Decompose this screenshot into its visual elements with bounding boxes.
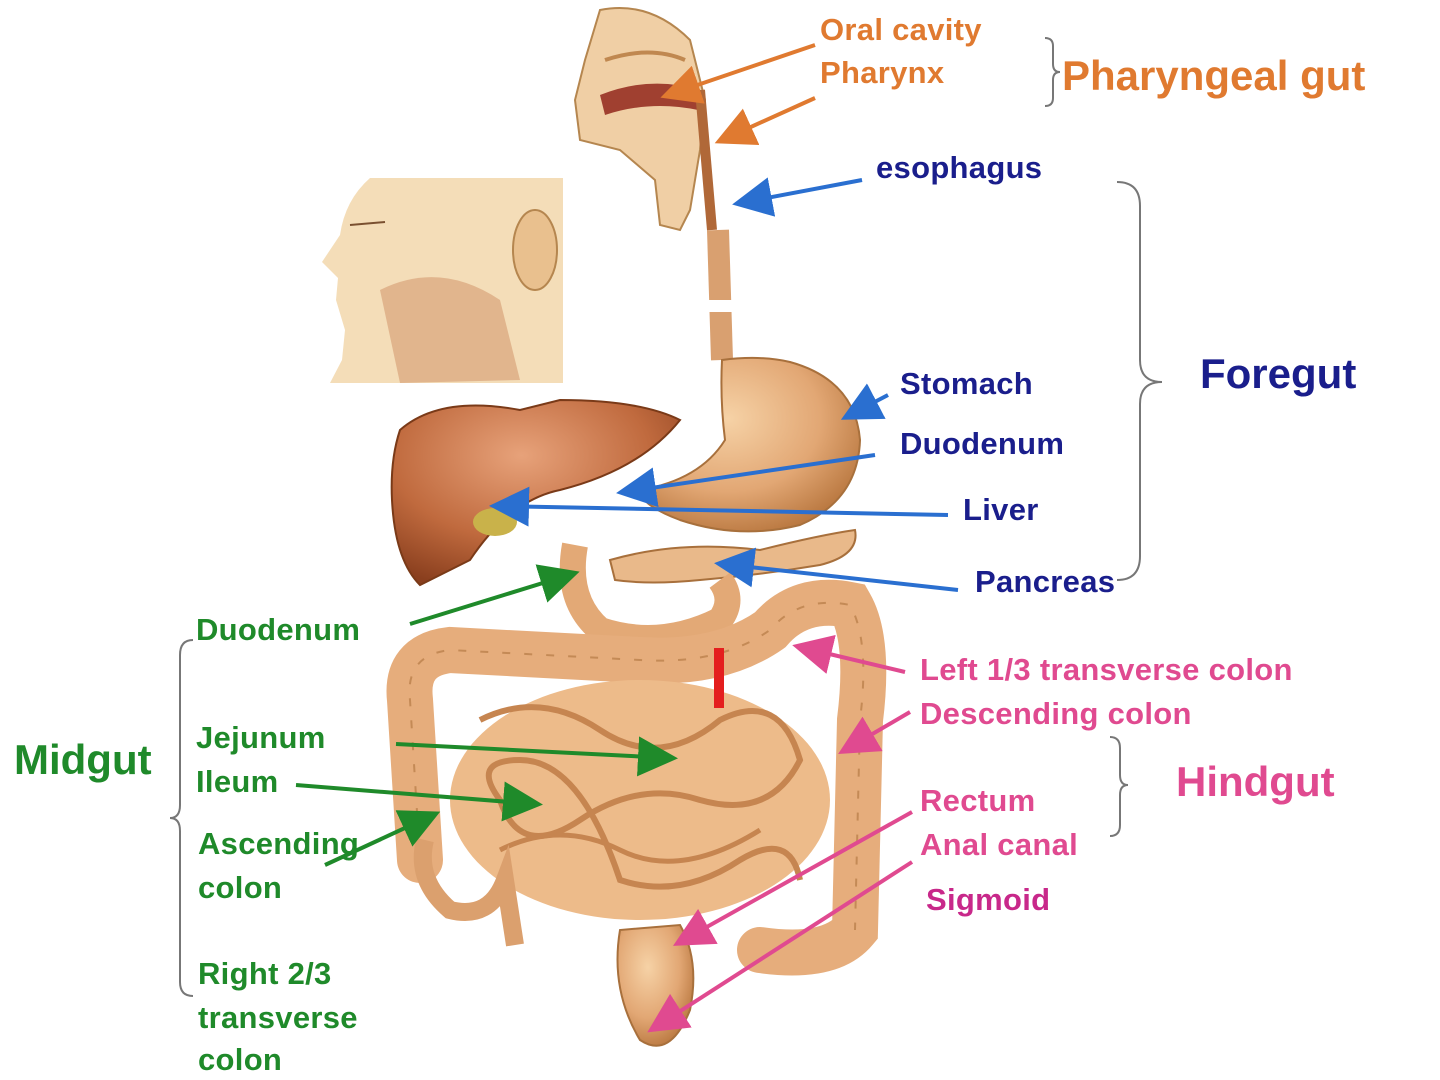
brace-hindgut xyxy=(1109,736,1129,837)
brace-pharyngeal xyxy=(1044,37,1061,107)
label-ascending-line1: Ascending xyxy=(198,826,360,861)
arrow-rectum xyxy=(673,810,913,946)
label-liver: Liver xyxy=(963,492,1039,527)
label-ascending-line2: colon xyxy=(198,870,283,905)
label-descending-colon: Descending colon xyxy=(920,696,1192,731)
arrow-oral-cavity xyxy=(660,43,816,104)
arrow-sigmoid xyxy=(647,860,914,1033)
label-anal-canal: Anal canal xyxy=(920,827,1079,862)
arrow-pancreas xyxy=(714,547,959,592)
label-jejunum: Jejunum xyxy=(196,720,326,755)
midgut-hindgut-boundary-marker xyxy=(714,648,724,708)
esophagus-tube xyxy=(707,229,733,361)
arrow-left-transverse xyxy=(792,634,906,674)
brace-foregut xyxy=(1116,181,1163,581)
label-stomach: Stomach xyxy=(900,366,1034,401)
arrow-stomach xyxy=(840,383,889,420)
label-rectum: Rectum xyxy=(920,783,1036,818)
label-right-transverse-line2: transverse xyxy=(198,1000,358,1035)
label-right-transverse-line3: colon xyxy=(198,1042,283,1077)
arrow-jejunum xyxy=(395,736,678,777)
small-intestine xyxy=(450,680,830,920)
label-foregut: Foregut xyxy=(1200,350,1357,397)
brace-midgut xyxy=(169,639,194,997)
label-pharynx: Pharynx xyxy=(820,55,945,90)
arrow-ileum xyxy=(295,781,543,822)
label-pharyngeal-gut: Pharyngeal gut xyxy=(1062,52,1366,99)
label-hindgut: Hindgut xyxy=(1176,758,1335,805)
label-right-transverse-line1: Right 2/3 xyxy=(198,956,332,991)
label-pancreas: Pancreas xyxy=(975,564,1116,599)
head-sagittal-section xyxy=(573,7,717,232)
label-ileum: Ileum xyxy=(196,764,279,799)
face-profile xyxy=(315,178,563,383)
arrow-esophagus xyxy=(732,177,863,217)
liver-shape xyxy=(390,398,682,587)
appendix-shape xyxy=(413,837,524,947)
label-midgut: Midgut xyxy=(14,736,152,783)
esophagus-gap xyxy=(705,300,735,312)
stomach-shape xyxy=(638,356,862,533)
arrow-pharynx xyxy=(714,96,816,146)
label-duodenum-midgut: Duodenum xyxy=(196,612,361,647)
label-esophagus: esophagus xyxy=(876,150,1043,185)
label-left-transverse-colon: Left 1/3 transverse colon xyxy=(920,652,1293,687)
arrow-liver xyxy=(489,486,949,527)
label-sigmoid: Sigmoid xyxy=(926,882,1051,917)
arrow-duodenum-fore xyxy=(616,453,876,508)
label-duodenum-foregut: Duodenum xyxy=(900,426,1065,461)
arrow-ascending-colon xyxy=(324,810,441,867)
label-oral-cavity: Oral cavity xyxy=(820,12,982,47)
gallbladder xyxy=(473,508,517,536)
arrow-duodenum-mid xyxy=(409,564,580,626)
arrow-descending xyxy=(838,710,912,755)
